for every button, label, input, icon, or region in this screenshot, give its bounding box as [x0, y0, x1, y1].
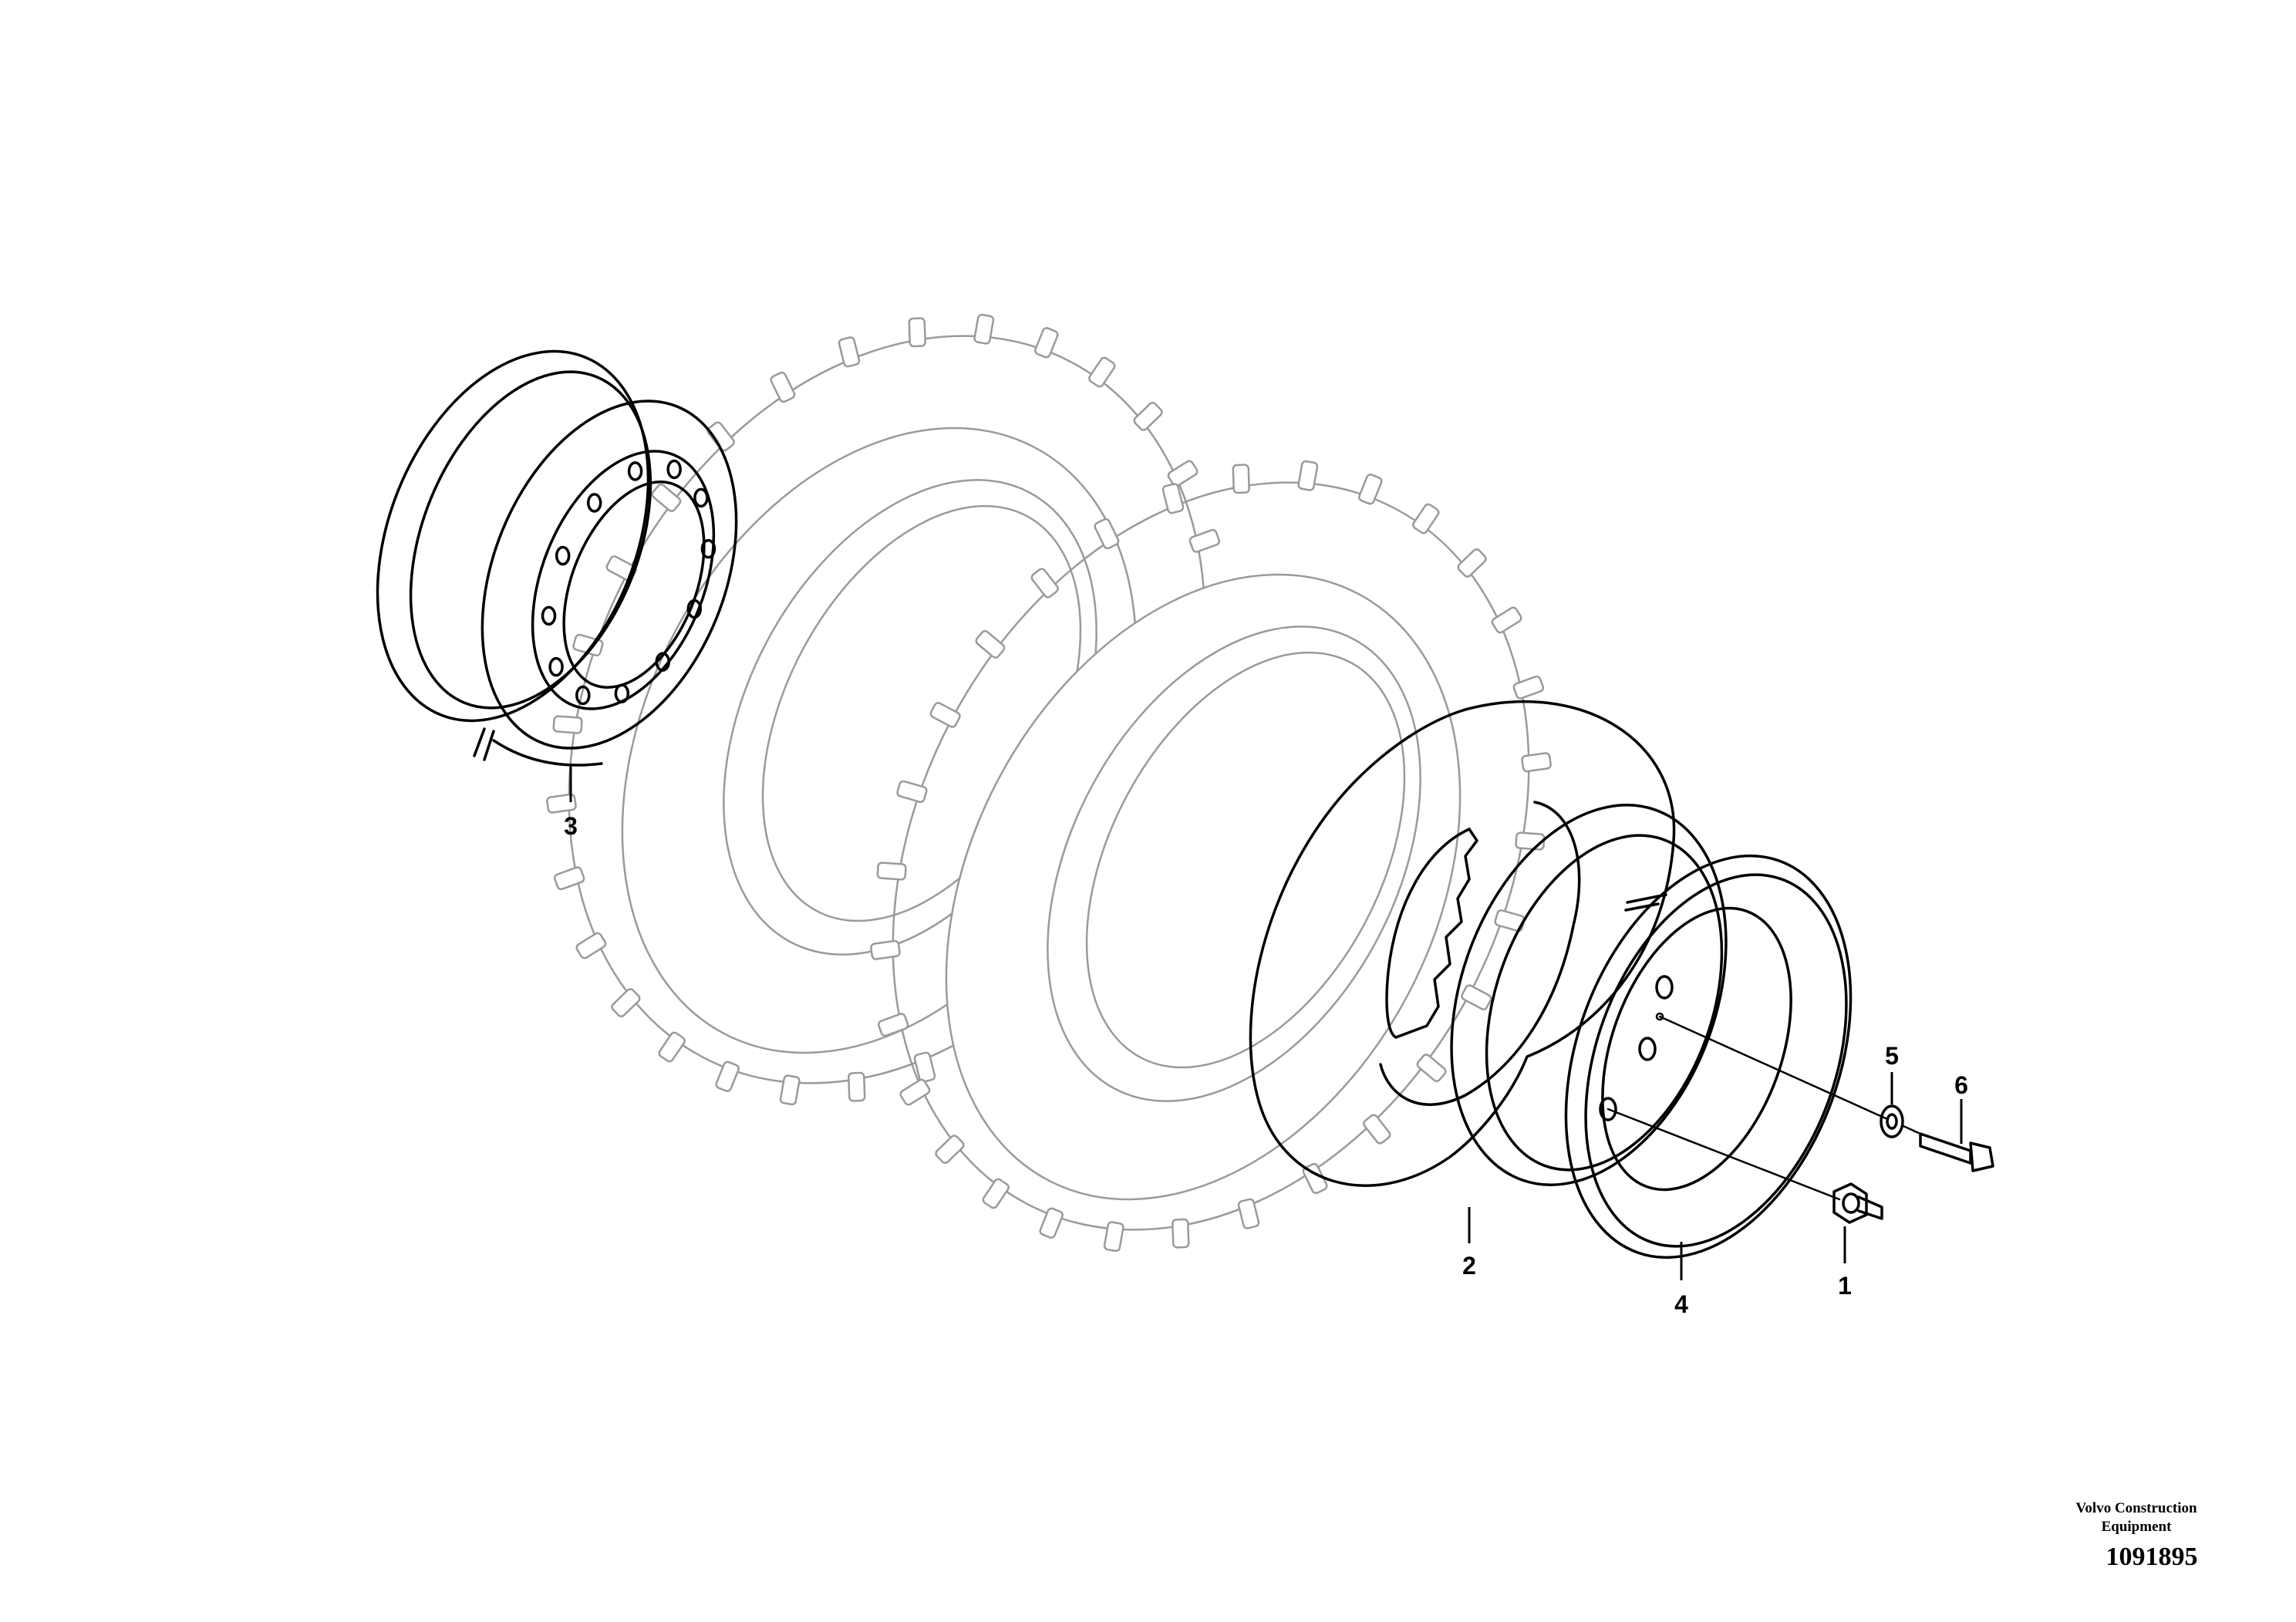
tread-lug [1030, 568, 1059, 599]
tread-lug [1461, 984, 1492, 1010]
tread-lug [870, 939, 901, 960]
tread-lug [896, 780, 928, 804]
tread-lug [553, 866, 585, 891]
rim-front-part-4 [1450, 804, 1853, 1259]
bolt-hole [700, 538, 716, 559]
callout-2: 2 [1462, 1252, 1476, 1280]
callout-6: 6 [1954, 1071, 1968, 1099]
tread-lug [658, 1031, 686, 1063]
tread-lug [1167, 460, 1199, 487]
bolt-hole [555, 545, 571, 566]
assembly-lines [1607, 1015, 1922, 1201]
tread-lug [1172, 1218, 1190, 1249]
tread-lug [973, 313, 995, 345]
tread-lug [848, 1071, 866, 1102]
tread-lug [1039, 1207, 1064, 1239]
callout-1: 1 [1838, 1272, 1852, 1300]
tread-lug [877, 1013, 909, 1037]
bolt-hole [627, 461, 643, 481]
tread-lug [1034, 327, 1059, 359]
rim-rear-part-3 [376, 349, 738, 767]
callout-3: 3 [564, 812, 578, 840]
tread-lug [575, 932, 607, 959]
bolt-part-6 [1919, 1132, 1994, 1172]
bolt-hole [686, 599, 703, 619]
tyre-ghost-front [870, 460, 1552, 1253]
tread-lug [546, 793, 577, 814]
washer-part-5 [1880, 1104, 1904, 1138]
tread-lug [1457, 548, 1487, 578]
bolt-hole [614, 683, 630, 703]
tread-lug [706, 421, 735, 452]
tread-lug [1358, 474, 1383, 505]
tread-lug [1232, 464, 1250, 494]
tread-lug [1103, 1221, 1124, 1253]
tread-lug [1297, 460, 1319, 491]
tread-lug [929, 702, 961, 728]
nut-part-1 [1832, 1182, 1883, 1224]
tread-lug [779, 1074, 801, 1106]
bolt-hole [575, 685, 591, 706]
tread-lug [715, 1061, 740, 1092]
bolt-hole [655, 652, 671, 672]
tread-lug [1515, 831, 1546, 851]
tread-lug [1188, 528, 1221, 553]
tread-lug [1161, 483, 1185, 514]
tread-lug [975, 630, 1006, 659]
callout-5: 5 [1885, 1042, 1899, 1070]
tread-lug [1416, 1054, 1447, 1082]
tread-lug [1237, 1198, 1260, 1229]
tread-lug [913, 1051, 936, 1083]
tread-lug [1521, 752, 1552, 773]
tread-lug [770, 371, 796, 403]
tread-lug [552, 715, 583, 734]
tread-lug [935, 1135, 965, 1164]
bolt-hole [666, 459, 682, 480]
tread-lug [1491, 606, 1522, 634]
tread-lug [1094, 518, 1120, 550]
bolt-hole [541, 605, 557, 626]
callout-4: 4 [1674, 1290, 1688, 1318]
tread-lug [1512, 675, 1545, 700]
tread-lug [838, 336, 861, 368]
drawing-number: 1091895 [2106, 1543, 2198, 1571]
tread-lug [982, 1178, 1010, 1209]
tread-lug [1133, 402, 1163, 431]
bolt-hole [693, 487, 709, 508]
tread-lug [651, 484, 682, 512]
tread-lug [1088, 356, 1116, 388]
bolt-hole [548, 656, 564, 677]
tread-lug [899, 1078, 931, 1106]
brand-line2: Equipment [2101, 1519, 2172, 1535]
tread-lug [876, 862, 907, 881]
bolt-hole [586, 493, 602, 513]
tread-lug [908, 317, 926, 348]
tread-lug [611, 988, 641, 1017]
tread-lug [1363, 1114, 1391, 1145]
tread-lug [1412, 503, 1440, 534]
brand-line1: Volvo Construction [2075, 1500, 2197, 1516]
leader-lines [569, 765, 1963, 1280]
